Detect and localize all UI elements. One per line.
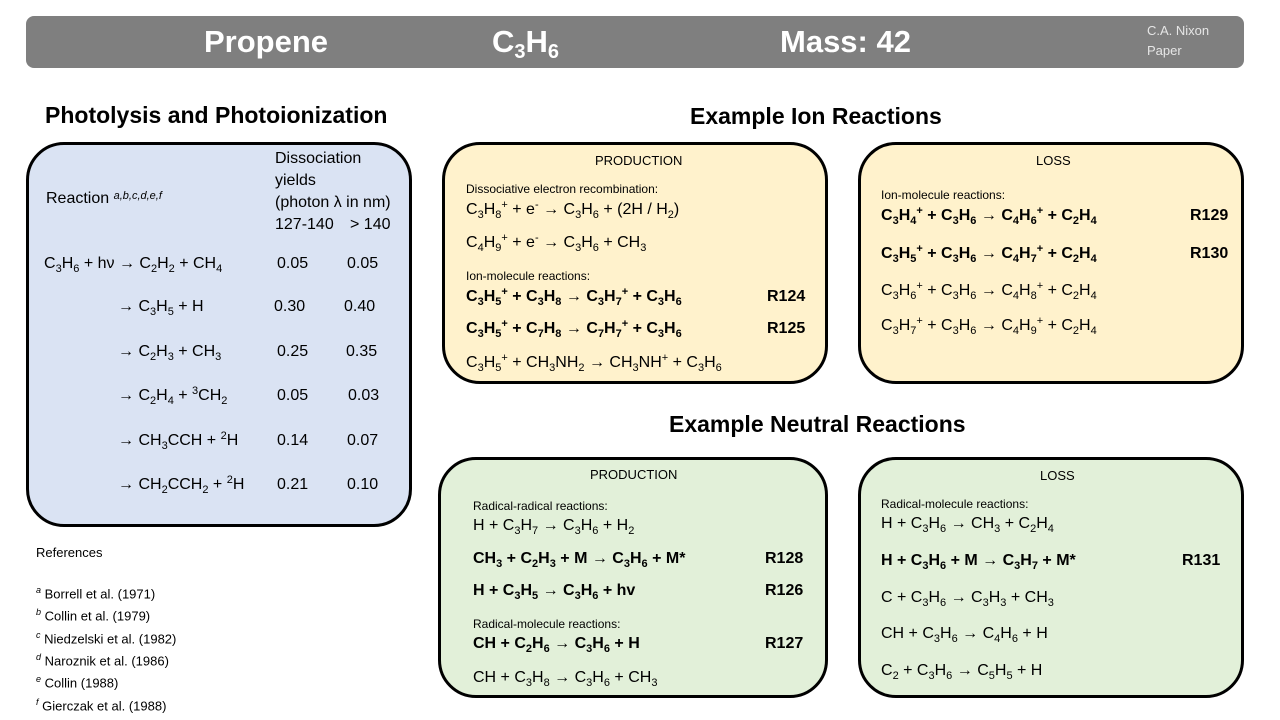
reference-item: f Gierczak et al. (1988) (36, 696, 167, 713)
neutral-production-reaction: H + C3H5 → C3H6 + hv (473, 582, 636, 602)
ion-production-reaction: C4H9+ + e- → C3H6 + CH3 (466, 232, 647, 254)
yield-value: 0.10 (347, 476, 379, 493)
ion-loss-reaction: C3H5+ + C3H6 → C4H7+ + C2H4 (881, 243, 1097, 265)
yield-value: 0.05 (347, 255, 379, 272)
neutral-loss-reaction: H + C3H6 + M → C3H7 + M* (881, 552, 1076, 572)
neutral-loss-panel (858, 457, 1244, 698)
neutral-production-reaction: CH + C2H6 → C3H6 + H (473, 635, 640, 655)
author-name: C.A. Nixon (1147, 23, 1210, 38)
reaction-category-label: Radical-molecule reactions: (881, 497, 1029, 511)
neutral-loss-reaction: C2 + C3H6 → C5H5 + H (881, 662, 1043, 682)
reference-item: c Niedzelski et al. (1982) (36, 629, 177, 646)
neutral-loss-reaction: C + C3H6 → C3H3 + CH3 (881, 589, 1054, 609)
yield-value: 0.40 (344, 298, 376, 315)
reaction-id: R131 (1182, 552, 1221, 569)
ion-loss-panel (858, 142, 1244, 384)
neutral-loss-reaction: H + C3H6 → CH3 + C2H4 (881, 515, 1054, 535)
ion-production-title: PRODUCTION (595, 153, 683, 168)
yield-value: 0.21 (277, 476, 309, 493)
reaction-id: R127 (765, 635, 804, 652)
ion-production-panel (442, 142, 828, 384)
yield-value: 0.05 (277, 255, 309, 272)
photolysis-reaction: → CH3CCH + 2H (118, 430, 239, 452)
ion-reactions-heading: Example Ion Reactions (690, 103, 942, 129)
photolysis-reaction: → C2H3 + CH3 (118, 343, 222, 363)
range-header-long: > 140 (350, 216, 391, 233)
reaction-id: R128 (765, 550, 804, 567)
ion-production-reaction: C3H5+ + C7H8 → C7H7+ + C3H6 (466, 318, 682, 340)
reaction-id: R126 (765, 582, 804, 599)
neutral-production-panel (438, 457, 828, 698)
neutral-production-reaction: CH + C3H8 → C3H6 + CH3 (473, 669, 658, 689)
reaction-category-label: Ion-molecule reactions: (466, 269, 591, 283)
ion-loss-title: LOSS (1036, 153, 1071, 168)
photolysis-reaction: → C2H4 + 3CH2 (118, 385, 228, 407)
range-header-short: 127-140 (275, 216, 334, 233)
references-title: References (36, 545, 103, 560)
photolysis-reaction: → CH2CCH2 + 2H (118, 474, 245, 496)
reaction-category-label: Dissociative electron recombination: (466, 182, 659, 196)
reference-item: d Naroznik et al. (1986) (36, 651, 169, 669)
ion-loss-reaction: C3H6+ + C3H6 → C4H8+ + C2H4 (881, 280, 1097, 302)
reaction-id: R124 (767, 288, 806, 305)
reaction-column-header: Reaction a,b,c,d,e,f (46, 190, 162, 207)
molecule-name: Propene (204, 24, 329, 59)
yield-value: 0.25 (277, 343, 309, 360)
ion-production-reaction: C3H5+ + C3H8 → C3H7+ + C3H6 (466, 286, 682, 308)
reference-item: a Borrell et al. (1971) (36, 585, 156, 602)
ion-loss-reaction: C3H4+ + C3H6 → C4H6+ + C2H4 (881, 205, 1097, 227)
molecule-formula: C3H6 (492, 24, 560, 63)
photolysis-panel (26, 142, 412, 527)
reference-item: e Collin (1988) (36, 674, 119, 691)
reaction-category-label: Radical-molecule reactions: (473, 617, 621, 631)
ion-production-reaction: C3H8+ + e- → C3H6 + (2H / H2) (466, 199, 680, 221)
yield-value: 0.14 (277, 432, 309, 449)
author-subtitle: Paper (1147, 43, 1182, 58)
neutral-production-title: PRODUCTION (590, 467, 678, 482)
photolysis-heading: Photolysis and Photoionization (45, 102, 388, 128)
molecule-mass: Mass: 42 (780, 24, 911, 59)
yields-column-header: Dissociation yields (photon λ in nm) (275, 150, 391, 211)
reaction-category-label: Ion-molecule reactions: (881, 188, 1006, 202)
yield-value: 0.03 (348, 387, 380, 404)
ion-loss-reaction: C3H7+ + C3H6 → C4H9+ + C2H4 (881, 315, 1097, 337)
photolysis-reaction: → C3H5 + H (118, 298, 204, 318)
reaction-id: R125 (767, 320, 806, 337)
yield-value: 0.35 (346, 343, 378, 360)
reference-item: b Collin et al. (1979) (36, 607, 151, 624)
yield-value: 0.30 (274, 298, 306, 315)
photolysis-reaction: C3H6 + hν → C2H2 + CH4 (44, 255, 223, 275)
neutral-loss-title: LOSS (1040, 468, 1075, 483)
yield-value: 0.07 (347, 432, 379, 449)
title-banner (26, 16, 1244, 68)
ion-production-reaction: C3H5+ + CH3NH2 → CH3NH+ + C3H6 (466, 352, 722, 374)
reaction-id: R130 (1190, 245, 1229, 262)
reaction-id: R129 (1190, 207, 1229, 224)
neutral-reactions-heading: Example Neutral Reactions (669, 411, 966, 437)
reaction-category-label: Radical-radical reactions: (473, 499, 608, 513)
neutral-production-reaction: H + C3H7 → C3H6 + H2 (473, 517, 635, 537)
neutral-loss-reaction: CH + C3H6 → C4H6 + H (881, 625, 1048, 645)
yield-value: 0.05 (277, 387, 309, 404)
neutral-production-reaction: CH3 + C2H3 + M → C3H6 + M* (473, 550, 686, 570)
references-list: a Borrell et al. (1971) b Collin et al. … (36, 581, 176, 715)
